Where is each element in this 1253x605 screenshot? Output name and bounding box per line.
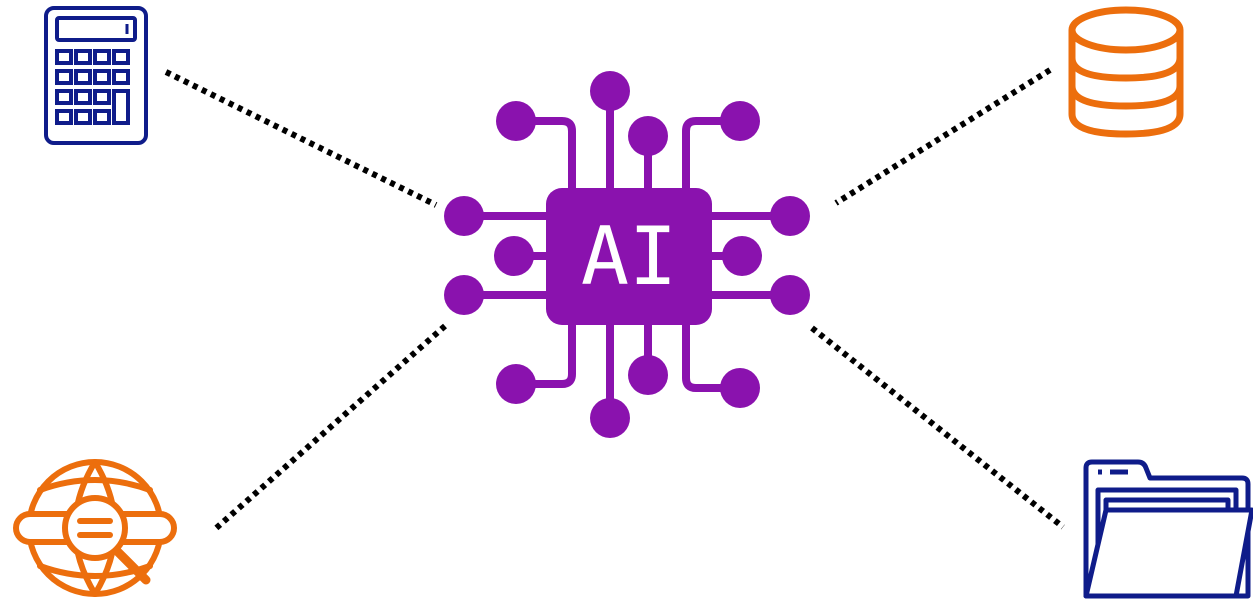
folder-icon: [1083, 459, 1253, 599]
globe-search-icon: [13, 459, 177, 597]
ai-chip-icon: AI: [444, 71, 810, 438]
database-icon: [1068, 6, 1184, 138]
connector-calculator: [164, 69, 438, 208]
connector-web-search: [212, 323, 447, 533]
connector-database: [834, 67, 1052, 206]
connectors: [164, 67, 1065, 533]
connector-folder: [810, 325, 1065, 530]
ai-chip-label: AI: [581, 210, 677, 303]
calculator-icon: [44, 6, 148, 145]
